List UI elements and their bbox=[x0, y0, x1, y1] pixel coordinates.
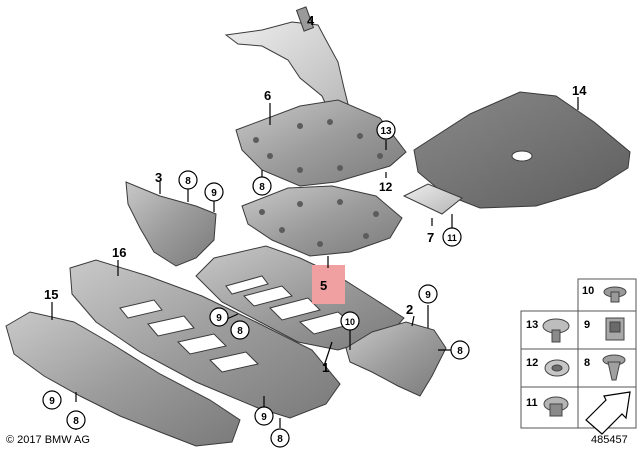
callout-8-circle-d: 8 bbox=[230, 320, 250, 340]
callout-1: 1 bbox=[322, 360, 329, 375]
callout-9-circle-d: 9 bbox=[254, 406, 274, 426]
part-16-front-frame-shield bbox=[69, 259, 341, 419]
legend-label-11: 11 bbox=[526, 397, 538, 409]
svg-text:8: 8 bbox=[259, 182, 265, 193]
svg-text:10: 10 bbox=[345, 317, 355, 327]
callout-9-circle-a: 9 bbox=[204, 182, 224, 202]
part-6-upper-underbody-shield bbox=[235, 99, 407, 187]
callout-8-circle-f: 8 bbox=[66, 410, 86, 430]
legend-label-9: 9 bbox=[584, 319, 590, 331]
svg-text:11: 11 bbox=[447, 233, 457, 243]
legend-label-8: 8 bbox=[584, 357, 590, 369]
expanding-rivet-icon-8 bbox=[602, 354, 626, 381]
svg-text:9: 9 bbox=[211, 188, 217, 199]
callout-13-circle: 13 bbox=[376, 120, 396, 140]
part-5-lower-underbody-shield bbox=[241, 185, 403, 257]
svg-text:8: 8 bbox=[73, 416, 79, 427]
copyright-notice: © 2017 BMW AG bbox=[6, 434, 90, 446]
svg-text:8: 8 bbox=[457, 346, 463, 357]
clip-icon-10 bbox=[603, 286, 627, 303]
callout-14: 14 bbox=[572, 83, 587, 98]
fastener-legend: 10 13 9 12 8 11 bbox=[520, 278, 637, 435]
part-3-side-shield-left bbox=[125, 181, 217, 267]
callout-6: 6 bbox=[264, 88, 271, 103]
callout-5-highlight bbox=[312, 265, 345, 304]
arrow-icon bbox=[585, 391, 631, 435]
svg-text:9: 9 bbox=[261, 412, 267, 423]
callout-7: 7 bbox=[427, 230, 434, 245]
cage-nut-icon-11 bbox=[543, 396, 569, 417]
callout-2: 2 bbox=[406, 302, 413, 317]
grommet-icon-12 bbox=[544, 359, 570, 377]
callout-9-circle-e: 9 bbox=[42, 390, 62, 410]
svg-text:9: 9 bbox=[216, 313, 222, 324]
callout-4: 4 bbox=[307, 13, 315, 28]
svg-text:8: 8 bbox=[237, 326, 243, 337]
callout-8-circle-e: 8 bbox=[270, 428, 290, 448]
callout-9-circle-b: 9 bbox=[418, 284, 438, 304]
svg-text:9: 9 bbox=[425, 290, 431, 301]
part-2-side-shield-right bbox=[345, 321, 447, 397]
callout-8-circle-a: 8 bbox=[252, 176, 272, 196]
part-15-front-lower-shield bbox=[5, 311, 241, 447]
legend-label-10: 10 bbox=[582, 285, 594, 297]
legend-label-12: 12 bbox=[526, 357, 538, 369]
part-14-sound-insulation-pad bbox=[413, 91, 631, 209]
callout-11-circle-a: 11 bbox=[442, 227, 462, 247]
nut-clip-icon-9 bbox=[605, 317, 625, 341]
diagram-number: 485457 bbox=[591, 434, 628, 446]
callout-8-circle-b: 8 bbox=[178, 170, 198, 190]
callout-12-plain: 12 bbox=[379, 180, 393, 194]
svg-text:12: 12 bbox=[379, 180, 393, 194]
part-7-cover-plate bbox=[402, 183, 463, 215]
leader-lines bbox=[51, 97, 579, 430]
svg-text:13: 13 bbox=[380, 126, 392, 137]
callout-8-circle-c: 8 bbox=[450, 340, 470, 360]
callout-16: 16 bbox=[112, 245, 126, 260]
callout-9-circle-c: 9 bbox=[209, 307, 229, 327]
callout-15: 15 bbox=[44, 287, 58, 302]
svg-text:9: 9 bbox=[49, 396, 55, 407]
svg-text:8: 8 bbox=[277, 434, 283, 445]
callout-3: 3 bbox=[155, 170, 162, 185]
callout-5: 5 bbox=[320, 278, 327, 293]
svg-text:8: 8 bbox=[185, 176, 191, 187]
legend-label-13: 13 bbox=[526, 319, 538, 331]
plug-icon-13 bbox=[542, 318, 570, 343]
callout-10-circle-a: 10 bbox=[340, 311, 360, 331]
